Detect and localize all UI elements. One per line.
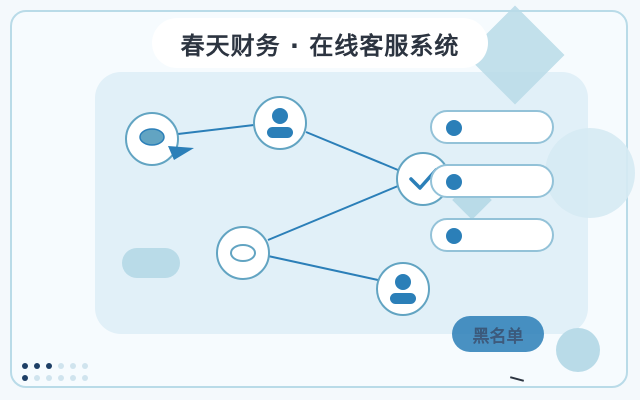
chat-bubble-icon bbox=[139, 128, 165, 146]
blacklist-button[interactable]: 黑名单 bbox=[452, 316, 544, 352]
decorative-circle-right bbox=[545, 128, 635, 218]
chat-node-top bbox=[125, 112, 179, 166]
user-icon bbox=[390, 274, 416, 304]
list-item[interactable] bbox=[430, 164, 554, 198]
decorative-circle-bottom bbox=[556, 328, 600, 372]
chat-bubble-outline-icon bbox=[230, 244, 256, 262]
list-item[interactable] bbox=[430, 110, 554, 144]
bullet-icon bbox=[446, 174, 462, 190]
user-node-bottom bbox=[376, 262, 430, 316]
connector-user-to-check bbox=[305, 131, 399, 171]
bullet-icon bbox=[446, 228, 462, 244]
user-node-top bbox=[253, 96, 307, 150]
decorative-pill bbox=[122, 248, 180, 278]
connector-chat2-to-check bbox=[267, 185, 399, 241]
user-icon bbox=[267, 108, 293, 138]
connector-chat-to-user bbox=[177, 124, 255, 135]
connector-chat2-to-user2 bbox=[267, 255, 379, 281]
chat-node-bottom bbox=[216, 226, 270, 280]
bullet-icon bbox=[446, 120, 462, 136]
list-item[interactable] bbox=[430, 218, 554, 252]
page-title: 春天财务 · 在线客服系统 bbox=[152, 18, 488, 68]
chat-bubble-tail-icon bbox=[168, 146, 194, 160]
